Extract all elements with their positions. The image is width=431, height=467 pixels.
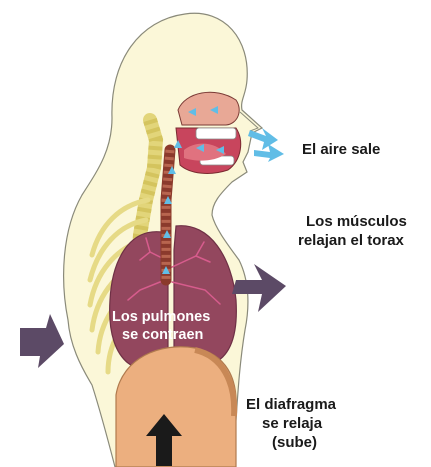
lungs-label-line2: se contraen bbox=[122, 326, 203, 344]
exhaled-air-icon bbox=[248, 128, 284, 162]
back-push-arrow-icon bbox=[20, 314, 64, 368]
lungs-label-line1: Los pulmones bbox=[112, 308, 210, 326]
muscles-label-line1: Los músculos bbox=[306, 212, 407, 231]
diaphragm-label-line2: se relaja bbox=[262, 414, 322, 433]
diaphragm-label-line1: El diafragma bbox=[246, 395, 336, 414]
muscles-label-line2: relajan el torax bbox=[298, 231, 404, 250]
air-out-label: El aire sale bbox=[302, 140, 380, 159]
diaphragm-label-line3: (sube) bbox=[272, 433, 317, 452]
upper-teeth bbox=[196, 128, 236, 139]
